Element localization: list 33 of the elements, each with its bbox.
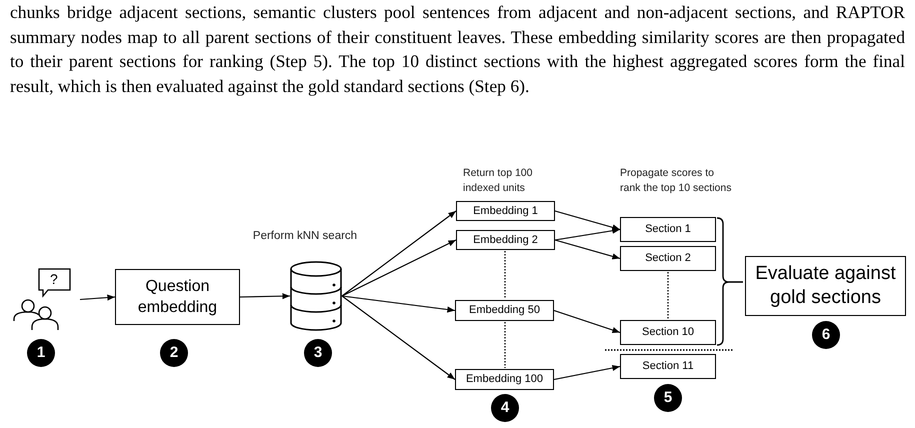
arrow <box>554 210 620 230</box>
question-mark: ? <box>50 271 58 287</box>
step-number-badge: 4 <box>491 394 519 422</box>
step-number-badge: 2 <box>160 339 188 367</box>
arrow <box>80 294 116 301</box>
arrow <box>554 310 620 334</box>
section-box: Section 2 <box>620 246 716 271</box>
database-cylinder <box>290 261 342 331</box>
step-number-badge: 1 <box>27 339 55 367</box>
step-caption: Propagate scores to rank the top 10 sections <box>620 166 732 196</box>
embedding-box: Embedding 1 <box>456 201 555 221</box>
arrow <box>342 210 456 296</box>
step-caption: Perform kNN search <box>252 229 358 244</box>
arrow <box>554 228 620 241</box>
step-number-badge: 6 <box>812 321 840 349</box>
arrow <box>240 293 290 300</box>
step-caption: Return top 100 indexed units <box>463 166 534 196</box>
section-box: Section 10 <box>620 320 716 345</box>
arrow <box>342 295 456 313</box>
step-number-badge: 5 <box>654 384 682 412</box>
section-box: Section 11 <box>620 354 716 379</box>
body-paragraph: chunks bridge adjacent sections, semantic clusters pool sentences from adjacent and non-adjacent sections, and RAPTOR summary nodes map to all parent sections of their constituent leaves. These embedding similarity scores are then propagated to their parent sections for ranking (Step 5). The top 10 distinct sections with the highest aggregated scores form the final result, which is then evaluated against the gold standard sections (Step 6). <box>10 1 905 98</box>
arrow <box>554 364 620 380</box>
arrow <box>342 240 456 296</box>
arrow <box>554 239 620 260</box>
arrow <box>342 296 456 380</box>
step-number-badge: 3 <box>304 339 332 367</box>
embedding-box: Embedding 50 <box>455 300 554 321</box>
embedding-box: Embedding 2 <box>456 230 555 250</box>
process-box: Question embedding <box>115 269 240 325</box>
process-box: Evaluate against gold sections <box>745 256 906 316</box>
section-box: Section 1 <box>620 217 716 242</box>
embedding-box: Embedding 100 <box>455 369 554 390</box>
